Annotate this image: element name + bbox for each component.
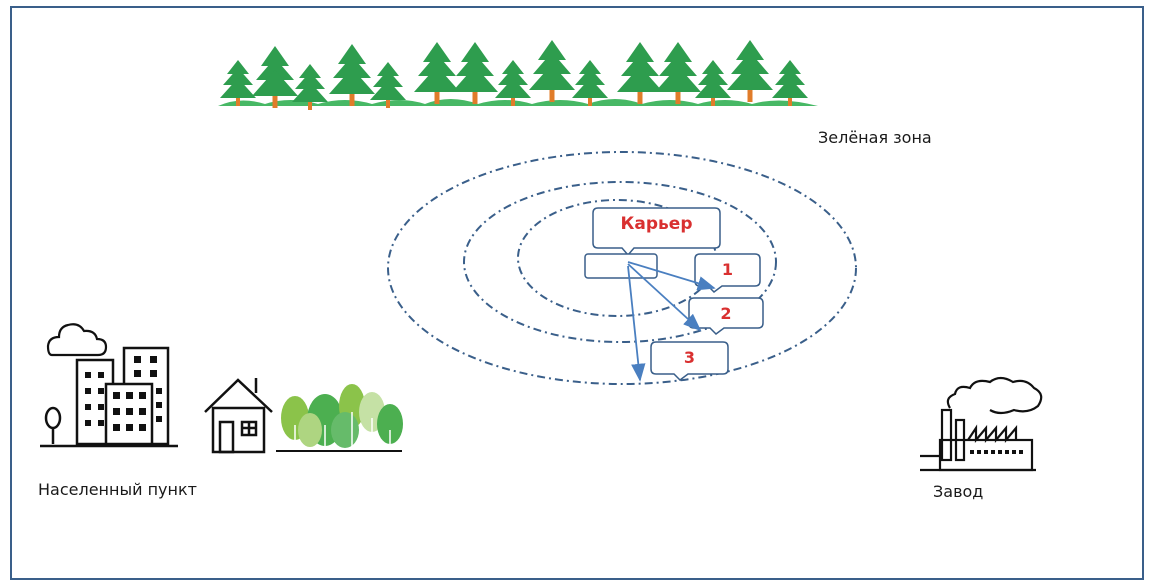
zone2-callout	[688, 297, 764, 335]
quarry-box	[584, 253, 658, 279]
zone3-callout	[650, 341, 729, 381]
zone3-label: 3	[683, 348, 696, 367]
arrow-zone1	[627, 261, 716, 291]
quarry-label: Карьер	[620, 214, 693, 234]
settlement-label: Населенный пункт	[38, 480, 197, 499]
city-buildings-icon	[40, 346, 178, 448]
zone-ring-outer	[387, 151, 857, 385]
grove-icon	[276, 384, 403, 452]
arrow-zone3	[627, 265, 646, 382]
distance-arrows	[627, 261, 716, 382]
zone1-label: 1	[721, 260, 734, 279]
cloud-icon	[46, 323, 108, 357]
arrow-zone2	[627, 263, 702, 332]
factory-icon	[920, 376, 1043, 472]
green-zone-label: Зелёная зона	[818, 128, 932, 147]
callouts	[584, 207, 764, 381]
factory-label: Завод	[933, 482, 984, 501]
quarry-callout	[592, 207, 721, 257]
forest-icon	[218, 40, 818, 110]
zone-ring-middle	[463, 181, 777, 343]
zone2-label: 2	[720, 304, 732, 323]
house-icon	[204, 378, 273, 454]
